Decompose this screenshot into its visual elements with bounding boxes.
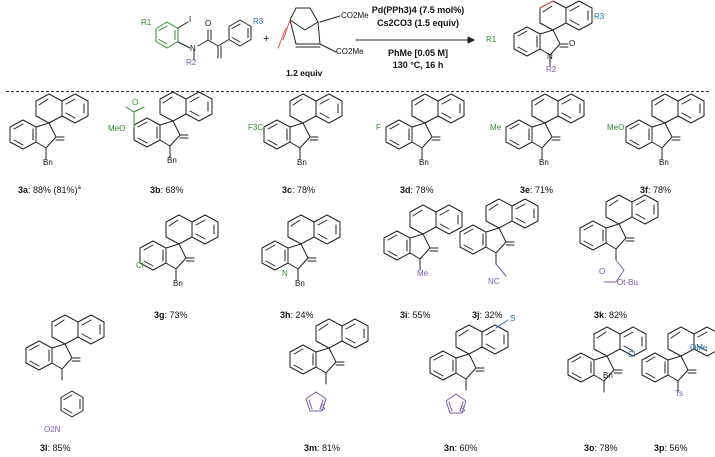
structure-3l bbox=[25, 314, 105, 418]
structure-3a bbox=[9, 93, 89, 160]
label-3c: 3c: 78% bbox=[282, 185, 316, 195]
label-3a: 3a: 88% (81%)a bbox=[18, 185, 81, 195]
structure-3b bbox=[125, 91, 213, 158]
bn-3d: Bn bbox=[419, 158, 429, 167]
plus-sign: + bbox=[263, 33, 270, 45]
reagent-line-1: Pd(PPh3)4 (7.5 mol%) bbox=[371, 5, 465, 15]
o-3b: O bbox=[132, 98, 139, 107]
label-3o: 3o: 78% bbox=[584, 443, 618, 453]
substrate-2 bbox=[277, 7, 341, 53]
bn-3a: Bn bbox=[43, 158, 53, 167]
co2me-top: CO2Me bbox=[341, 11, 369, 20]
equiv-label: 1.2 equiv bbox=[286, 68, 323, 78]
product-n-label: N bbox=[547, 52, 553, 61]
label-3e: 3e: 71% bbox=[520, 185, 554, 195]
ts-3p: Ts bbox=[675, 389, 683, 398]
label-3g: 3g: 73% bbox=[154, 310, 188, 320]
condition-line-2: 130 °C, 16 h bbox=[392, 60, 444, 70]
label-3l: 3l: 85% bbox=[40, 443, 71, 453]
structure-3d bbox=[385, 93, 465, 160]
structure-3o bbox=[567, 326, 647, 393]
label-3b: 3b: 68% bbox=[150, 185, 184, 195]
label-3m: 3m: 81% bbox=[304, 443, 341, 453]
product-r3-label: R3 bbox=[594, 12, 605, 21]
bn-3g: Bn bbox=[173, 279, 183, 288]
bn-3o: Bn bbox=[603, 371, 613, 380]
condition-line-1: PhMe [0.05 M] bbox=[387, 48, 448, 58]
structure-3j bbox=[459, 198, 539, 277]
label-3p: 3p: 56% bbox=[654, 443, 688, 453]
bn-3f: Bn bbox=[659, 158, 669, 167]
cl-3o: Cl bbox=[628, 350, 636, 359]
f-3d: F bbox=[376, 123, 381, 132]
bn-3h: Bn bbox=[295, 279, 305, 288]
product-r1-label: R1 bbox=[486, 35, 497, 44]
o-label: O bbox=[205, 19, 212, 28]
label-3f: 3f: 78% bbox=[640, 185, 672, 195]
reagent-line-2: Cs2CO3 (1.5 equiv) bbox=[376, 18, 460, 28]
label-3n: 3n: 60% bbox=[444, 443, 478, 453]
label-3i: 3i: 55% bbox=[400, 310, 431, 320]
structure-3n bbox=[429, 319, 509, 414]
structure-3g bbox=[139, 214, 219, 281]
no2-3l: O2N bbox=[44, 425, 61, 434]
label-3j: 3j: 32% bbox=[472, 310, 503, 320]
label-3h: 3h: 24% bbox=[280, 310, 314, 320]
product-r2-label: R2 bbox=[546, 65, 557, 74]
meo-3f: MeO bbox=[607, 123, 625, 132]
r1-label: R1 bbox=[141, 18, 152, 27]
otbu-3k: Ot-Bu bbox=[617, 278, 638, 287]
structure-3f bbox=[625, 93, 705, 160]
cf3-3c: F3C bbox=[248, 123, 264, 132]
section-divider bbox=[6, 91, 709, 92]
structure-3k bbox=[579, 194, 659, 283]
s-3m: S bbox=[320, 403, 326, 412]
me-3i: Me bbox=[417, 269, 429, 278]
bn-3b: Bn bbox=[167, 156, 177, 165]
substrate-1 bbox=[155, 19, 252, 61]
r2-label: R2 bbox=[186, 58, 197, 67]
structure-3m bbox=[289, 318, 369, 412]
me-3e: Me bbox=[490, 123, 502, 132]
meo2c-3b: MeO bbox=[108, 124, 126, 133]
cl-3g: Cl bbox=[136, 261, 144, 270]
s-3n-ring: S bbox=[510, 314, 516, 323]
product-o-label: O bbox=[569, 39, 576, 48]
structure-3e bbox=[505, 93, 585, 160]
o-3k: O bbox=[599, 267, 606, 276]
ome-3p: OMe bbox=[690, 343, 708, 352]
n-label: N bbox=[190, 44, 196, 53]
nc-3j: NC bbox=[488, 277, 500, 286]
co2me-bottom: CO2Me bbox=[336, 47, 364, 56]
r3-label: R3 bbox=[253, 17, 264, 26]
product-general bbox=[513, 0, 593, 67]
structure-3i bbox=[383, 204, 463, 271]
structure-3h bbox=[261, 214, 341, 281]
s-3n-thienyl: S bbox=[460, 405, 466, 414]
reaction-arrow bbox=[355, 36, 475, 44]
structure-3c bbox=[263, 93, 343, 160]
structure-3p bbox=[641, 326, 715, 393]
bn-3c: Bn bbox=[297, 158, 307, 167]
bn-3e: Bn bbox=[539, 158, 549, 167]
iodo-label: I bbox=[189, 15, 192, 24]
label-3k: 3k: 82% bbox=[594, 310, 628, 320]
label-3d: 3d: 78% bbox=[400, 185, 434, 195]
n-3h: N bbox=[282, 269, 288, 278]
